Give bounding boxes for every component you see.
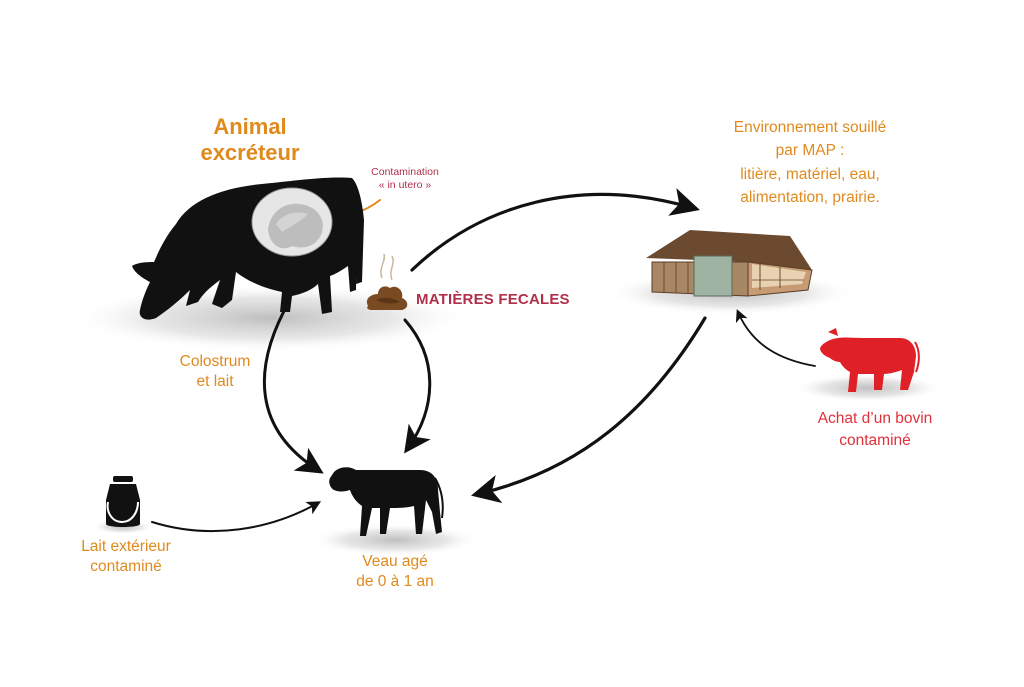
page-title: Animal excréteur	[200, 114, 300, 166]
feces-icon	[366, 253, 408, 310]
red-cow-shadow	[793, 374, 943, 402]
arrow-feces-to-calf	[403, 318, 432, 454]
arrow-cow-to-calf	[262, 298, 324, 474]
red-cow-icon	[820, 328, 920, 392]
arrow-milk-to-calf	[151, 501, 322, 533]
colostrum-label: Colostrum et lait	[179, 353, 251, 391]
arrow-purchase-to-environment	[735, 309, 816, 367]
calf-icon	[329, 467, 444, 536]
barn-icon	[646, 230, 813, 297]
cow-silhouette-icon	[132, 177, 364, 320]
calf-label: Veau agé de 0 à 1 an	[356, 553, 434, 591]
milk-label: Lait extérieur contaminé	[81, 538, 171, 576]
fetus-icon	[268, 203, 323, 249]
in-utero-label: Contamination « in utero »	[371, 166, 439, 192]
purchase-label: Achat d’un bovin contaminé	[817, 410, 933, 449]
arrow-feces-to-environment	[410, 188, 700, 272]
feces-label: MATIÈRES FECALES	[416, 291, 570, 308]
arrow-environment-to-calf	[470, 316, 707, 504]
environment-label: Environnement souillé par MAP : litière,…	[733, 119, 887, 206]
milk-can-icon	[106, 476, 140, 527]
